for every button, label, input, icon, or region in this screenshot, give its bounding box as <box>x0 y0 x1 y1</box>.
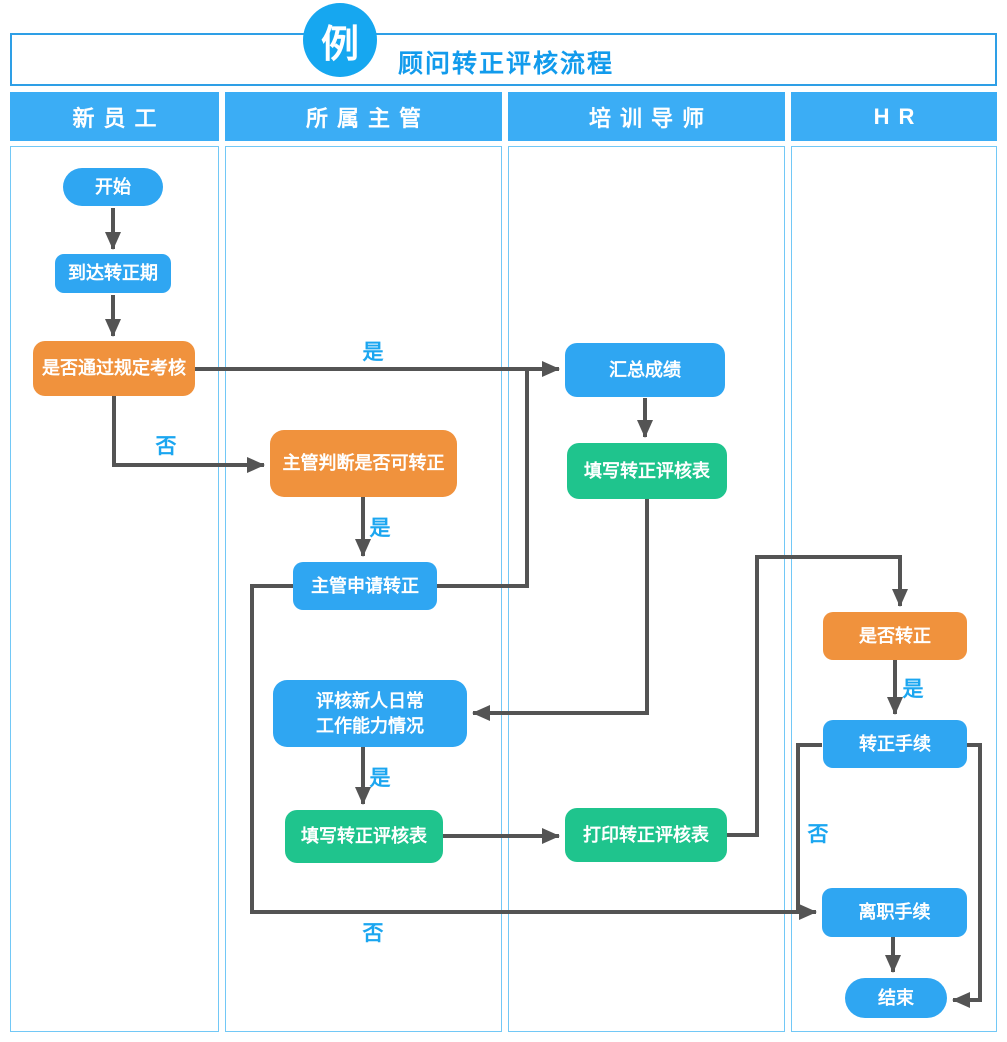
lane-header-label: HR <box>873 103 924 129</box>
edge-label-no-6: 否 <box>362 922 384 945</box>
flow-node-apply: 主管申请转正 <box>293 562 437 610</box>
lane-body-new-employee <box>10 146 219 1032</box>
lane-header-label: 新员工 <box>72 105 166 131</box>
flow-node-label: 结束 <box>878 987 914 1008</box>
flow-node-start: 开始 <box>63 168 163 206</box>
edge-print-to-is-reg <box>727 555 908 837</box>
edge-label-yes-4: 是 <box>902 678 924 701</box>
lane-header-label: 培训导师 <box>588 105 713 131</box>
edge-label-yes-0: 是 <box>362 341 384 364</box>
lane-header-mentor: 培训导师 <box>508 92 785 141</box>
page-title: 顾问转正评核流程 <box>398 50 615 78</box>
flow-node-label: 填写转正评核表 <box>584 460 710 481</box>
flow-node-fill-sup: 填写转正评核表 <box>285 810 443 863</box>
edge-fill-mentor-to-eval <box>472 499 649 721</box>
lane-header-supervisor: 所属主管 <box>225 92 502 141</box>
flow-node-print-form: 打印转正评核表 <box>565 808 727 862</box>
flow-node-reg-proc: 转正手续 <box>823 720 967 768</box>
lane-header-hr: HR <box>791 92 997 141</box>
flow-node-label: 转正手续 <box>859 733 931 754</box>
example-badge-text: 例 <box>320 23 359 66</box>
flow-node-label: 主管申请转正 <box>311 575 419 596</box>
flow-node-label: 打印转正评核表 <box>583 824 709 845</box>
edge-label-yes-3: 是 <box>369 767 391 790</box>
flow-node-eval-daily: 评核新人日常工作能力情况 <box>273 680 467 747</box>
flow-node-label: 开始 <box>95 176 131 197</box>
flow-node-sum-score: 汇总成绩 <box>565 343 725 397</box>
edge-regproc-no-merge <box>796 743 822 910</box>
flow-node-reach-period: 到达转正期 <box>55 254 171 293</box>
edge-label-no-1: 否 <box>155 435 177 458</box>
flow-node-label: 评核新人日常 <box>316 691 424 712</box>
edge-label-yes-2: 是 <box>369 517 391 540</box>
flow-node-is-reg: 是否转正 <box>823 612 967 660</box>
flow-node-label: 工作能力情况 <box>316 715 424 736</box>
lane-header-new-employee: 新员工 <box>10 92 219 141</box>
lane-header-label: 所属主管 <box>305 105 430 131</box>
edge-exam-no-to-judge <box>112 396 265 473</box>
flow-node-label: 离职手续 <box>858 902 931 923</box>
edge-regproc-to-end <box>952 743 982 1008</box>
flow-node-judge: 主管判断是否可转正 <box>270 430 457 497</box>
flow-node-end: 结束 <box>845 978 947 1018</box>
edge-label-no-5: 否 <box>807 823 829 846</box>
flow-node-label: 填写转正评核表 <box>301 826 427 847</box>
flow-node-label: 是否转正 <box>859 625 931 646</box>
flow-node-label: 到达转正期 <box>68 263 158 284</box>
example-badge: 例 <box>303 3 377 77</box>
flow-node-label: 汇总成绩 <box>609 359 681 380</box>
title-bar <box>10 33 997 86</box>
flow-node-fill-mentor: 填写转正评核表 <box>567 443 727 499</box>
edge-apply-merge-to-sum <box>437 371 529 588</box>
flow-node-label: 是否通过规定考核 <box>42 358 186 379</box>
flow-node-pass-exam: 是否通过规定考核 <box>33 341 195 396</box>
flow-node-resign-proc: 离职手续 <box>822 888 967 937</box>
flow-node-label: 主管判断是否可转正 <box>282 453 445 474</box>
edge-apply-no-to-resign <box>250 584 817 920</box>
